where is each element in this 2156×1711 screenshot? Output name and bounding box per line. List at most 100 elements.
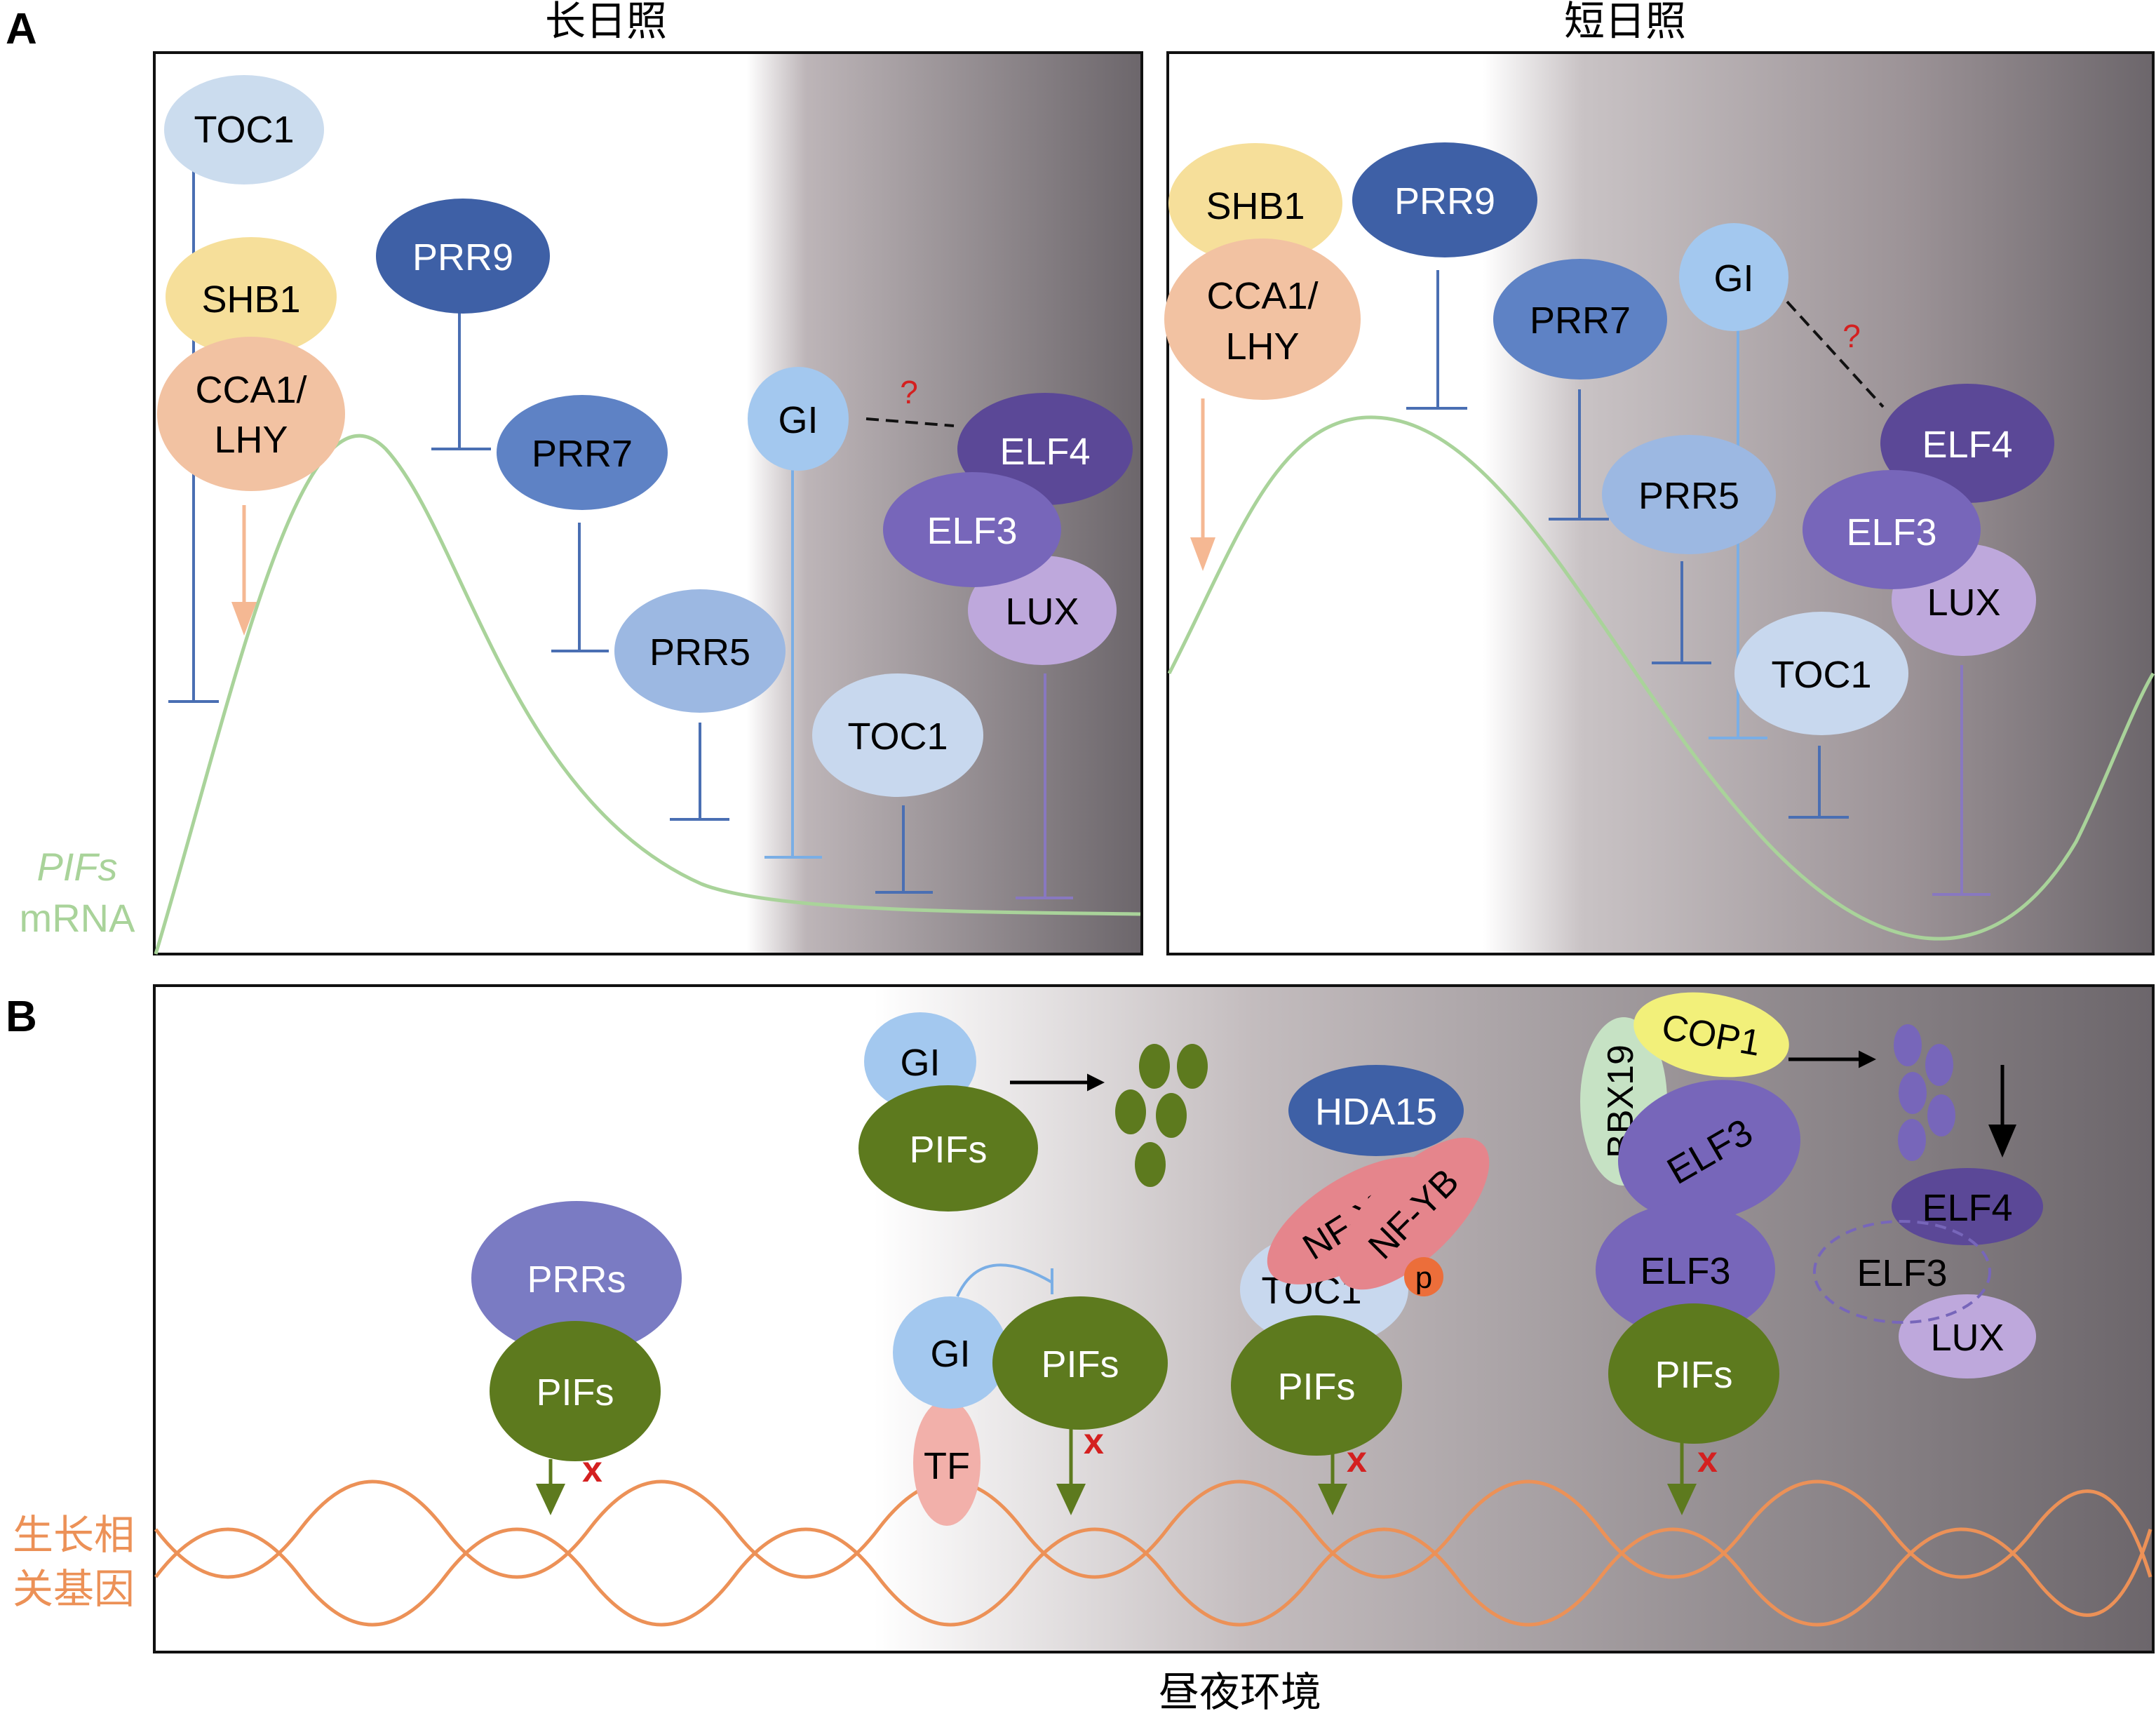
elf3-node-mid-b: [1596, 1203, 1775, 1336]
prr5-label-short: PRR5: [1638, 475, 1739, 517]
nfyb-node: [1337, 1137, 1490, 1290]
gi-label-long: GI: [778, 399, 818, 441]
pifs-arrowhead-2: [1056, 1484, 1086, 1515]
prr7-node-short: [1493, 259, 1667, 380]
pifs-node-top: [858, 1085, 1038, 1212]
toc1-label-long-bottom: TOC1: [847, 716, 948, 758]
shb1-label-short: SHB1: [1206, 185, 1305, 227]
pifs-node-1: [490, 1321, 661, 1461]
phospho-label: p: [1415, 1261, 1432, 1295]
pifs-mrna-curve-short-day: [1167, 415, 2155, 941]
x-axis-label: 昼夜环境: [1159, 1668, 1321, 1711]
pifs-label-2: PIFs: [1041, 1343, 1119, 1385]
lux-label-short: LUX: [1927, 582, 2000, 624]
elf3-dashed-label-b: ELF3: [1857, 1252, 1947, 1294]
gi-node-short: [1679, 223, 1788, 331]
tf-label: TF: [924, 1445, 970, 1487]
y-label-pifs: PIFs: [36, 845, 117, 889]
cca1-lhy-node-long: [157, 337, 345, 491]
gene-strand-1: [154, 1527, 2152, 1627]
gi-inhibition-line-long: [764, 470, 822, 859]
shb1-node-short: [1168, 143, 1342, 264]
shb1-node-long: [166, 237, 337, 356]
lux-inhibition-line-long: [1016, 673, 1073, 899]
lhy-label-long: LHY: [214, 419, 288, 461]
toc1-node-long-bottom: [812, 673, 983, 797]
y-label-mrna: mRNA: [20, 896, 136, 940]
gi-label-top-b: GI: [900, 1042, 940, 1084]
elf3-label-mid-b: ELF3: [1640, 1250, 1730, 1292]
elf4-label-long: ELF4: [999, 431, 1090, 473]
shb1-label-long: SHB1: [201, 279, 300, 321]
block-mark-1: x: [582, 1449, 602, 1490]
lux-label-b: LUX: [1930, 1317, 2004, 1359]
question-mark-long: ?: [900, 374, 918, 410]
elf4-node-short: [1880, 384, 2054, 503]
pifs-arrowhead-1: [536, 1484, 565, 1515]
gi-label-short: GI: [1713, 257, 1753, 300]
gene-strand-2: [154, 1479, 2152, 1579]
short-day-inhibition-lines: [1406, 270, 1849, 819]
pifs-arrowhead-4: [1667, 1484, 1697, 1515]
lux-label-long: LUX: [1005, 591, 1079, 633]
block-mark-3: x: [1347, 1440, 1367, 1480]
tf-node: [913, 1400, 981, 1526]
cca1-label-short: CCA1/: [1206, 275, 1318, 317]
prr9-node-long: [376, 199, 550, 314]
cca1-arrowhead-long: [231, 602, 257, 636]
gi-node-long: [748, 367, 849, 471]
prr7-node-long: [497, 395, 668, 510]
pifs-label-top: PIFs: [909, 1129, 987, 1171]
long-day-title: 长日照: [545, 0, 667, 45]
pifs-label-4: PIFs: [1655, 1354, 1732, 1396]
prr7-label-long: PRR7: [532, 433, 633, 475]
toc1-node-short: [1734, 612, 1908, 735]
elf3-fragments: [1894, 1024, 1955, 1161]
hda15-label: HDA15: [1315, 1091, 1437, 1133]
pifs-fragments: [1115, 1044, 1208, 1187]
prr9-label-long: PRR9: [412, 236, 513, 279]
cop1-node: [1633, 992, 1789, 1078]
lhy-label-short: LHY: [1225, 326, 1299, 368]
elf3-label-short: ELF3: [1846, 511, 1936, 553]
question-mark-short: ?: [1842, 318, 1861, 354]
gi-elf4-dashed-short: [1786, 300, 1885, 408]
panel-b-letter: B: [6, 993, 37, 1041]
elf3-label-long: ELF3: [927, 510, 1017, 552]
pifs-node-3: [1231, 1315, 1402, 1456]
pifs-node-4: [1608, 1303, 1779, 1444]
cca1-arrowhead-short: [1190, 537, 1215, 571]
panel-a-letter: A: [6, 5, 37, 53]
elf4-label-short: ELF4: [1922, 424, 2012, 466]
short-day-title: 短日照: [1564, 0, 1686, 45]
elf4-label-b: ELF4: [1922, 1187, 2012, 1229]
elf3-node-top-b: [1617, 1080, 1801, 1221]
elf3-node-short: [1803, 470, 1981, 589]
gene-label-line1: 生长相: [13, 1511, 135, 1559]
toc1-label-short: TOC1: [1771, 654, 1871, 696]
block-mark-4: x: [1697, 1440, 1718, 1480]
elf3-dashed-node-b: [1813, 1220, 1991, 1324]
gi-label-mid-b: GI: [930, 1333, 970, 1375]
pifs-mrna-curve-long-day: [154, 434, 1141, 955]
prrs-node: [471, 1201, 682, 1355]
elf3-node-long: [883, 472, 1061, 587]
hda15-node: [1288, 1065, 1464, 1156]
gi-elf4-dashed-long: [865, 417, 955, 427]
gene-label-line2: 关基因: [13, 1565, 135, 1613]
gi-node-mid-b: [893, 1296, 1008, 1409]
prr9-node-short: [1352, 142, 1537, 257]
prr5-label-long: PRR5: [649, 631, 750, 673]
prr5-node-short: [1602, 435, 1776, 554]
down-arrowhead: [1988, 1125, 2016, 1158]
pifs-label-1: PIFs: [536, 1371, 614, 1414]
cca1-lhy-node-short: [1164, 239, 1361, 400]
pifs-node-2: [992, 1296, 1168, 1430]
lux-inhibition-line-short: [1932, 665, 1990, 896]
toc1-node-long-top: [164, 75, 324, 184]
block-mark-2: x: [1084, 1421, 1104, 1462]
pifs-arrowhead-3: [1318, 1484, 1347, 1515]
prr7-label-short: PRR7: [1530, 300, 1631, 342]
prr5-node-long: [614, 589, 786, 713]
